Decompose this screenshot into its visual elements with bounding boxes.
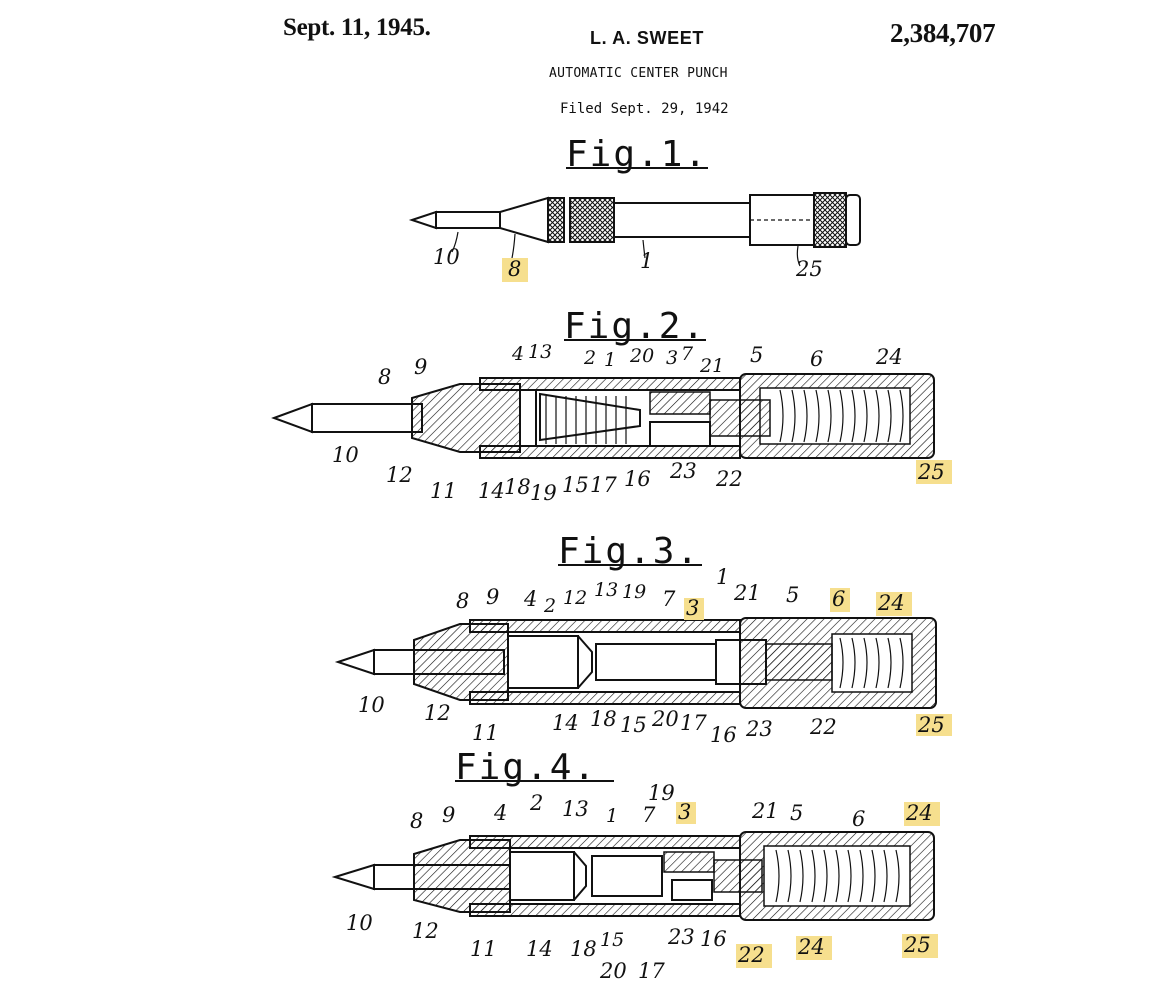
- fig1-label: 10: [433, 245, 460, 269]
- fig4-label: 25: [903, 933, 931, 957]
- fig2-label: 19: [530, 481, 557, 505]
- fig3-label: 24: [877, 591, 905, 615]
- fig3-label: 13: [594, 579, 618, 601]
- fig4-label: 3: [678, 800, 691, 824]
- fig4-label: 24: [797, 935, 825, 959]
- fig2-label: 7: [681, 343, 694, 365]
- fig2-label: 4: [511, 343, 524, 365]
- fig3-label: 7: [662, 587, 676, 611]
- fig3-label: 9: [486, 585, 499, 609]
- fig3-label: 20: [651, 707, 679, 731]
- fig4-label: 15: [600, 929, 624, 951]
- fig3-label: 18: [590, 707, 617, 731]
- fig4-label: 19: [648, 781, 675, 805]
- fig3-label: 23: [745, 717, 773, 741]
- fig2-label: 18: [504, 475, 531, 499]
- fig3-label: 12: [424, 701, 451, 725]
- figure-1: Fig.1. 10 8 1 25: [408, 134, 861, 282]
- fig2-label: 10: [332, 443, 359, 467]
- fig2-label: 24: [875, 345, 903, 369]
- fig4-label: 5: [790, 801, 803, 825]
- fig4-label: 7: [642, 803, 656, 827]
- fig1-label: 8: [508, 257, 521, 281]
- inventor-name: L. A. SWEET: [590, 28, 704, 48]
- fig2-label: 14: [478, 479, 505, 503]
- fig3-label: 1: [716, 565, 729, 589]
- fig3-label: 2: [543, 595, 556, 617]
- fig4-label: 14: [526, 937, 553, 961]
- fig4-label: 17: [638, 959, 665, 983]
- fig2-label: 21: [699, 355, 724, 377]
- fig3-label: 5: [786, 583, 799, 607]
- filing-date: Filed Sept. 29, 1942: [560, 101, 729, 117]
- fig2-label: 15: [562, 473, 589, 497]
- fig3-label: 21: [733, 581, 761, 605]
- fig2-label: 1: [604, 349, 616, 371]
- fig4-label: 2: [529, 791, 543, 815]
- fig2-label: 17: [590, 473, 617, 497]
- fig4-label: 11: [470, 937, 497, 961]
- fig4-label: 6: [852, 807, 865, 831]
- fig2-label: 12: [386, 463, 413, 487]
- fig3-label: 10: [358, 693, 385, 717]
- fig2-label: 25: [917, 460, 945, 484]
- fig4-label: 4: [493, 801, 507, 825]
- fig4-label: 24: [905, 801, 933, 825]
- fig4-label: 23: [667, 925, 695, 949]
- fig1-label: 25: [795, 257, 823, 281]
- fig2-label: 9: [414, 355, 427, 379]
- fig3-label: 17: [680, 711, 707, 735]
- fig3-label: 12: [563, 587, 587, 609]
- fig3-label: 11: [472, 721, 499, 745]
- fig2-label: 3: [666, 347, 678, 369]
- fig4-label: 1: [606, 805, 618, 827]
- fig4-label: 20: [599, 959, 627, 983]
- fig2-label: 2: [583, 347, 596, 369]
- fig2-label: 13: [528, 341, 552, 363]
- fig2-label: 6: [810, 347, 823, 371]
- fig4-label: 18: [570, 937, 597, 961]
- fig3-label: 4: [523, 587, 537, 611]
- fig4-label: 10: [346, 911, 373, 935]
- fig2-label: 8: [378, 365, 391, 389]
- figure-3: Fig.3. 8 9 4 2 12 13 19 7 3: [334, 531, 952, 747]
- figure-4: Fig.4. 8 9 4 2 13 1 19 7 3: [331, 747, 940, 983]
- fig2-label: 11: [430, 479, 457, 503]
- fig2-label: 20: [629, 345, 654, 367]
- fig3-label: 15: [620, 713, 647, 737]
- fig3-label: 14: [552, 711, 579, 735]
- fig4-label: 9: [442, 803, 455, 827]
- fig4-label: 22: [737, 943, 765, 967]
- fig4-label: 21: [751, 799, 779, 823]
- fig4-label: 12: [412, 919, 439, 943]
- fig3-label: 16: [710, 723, 737, 747]
- patent-date: Sept. 11, 1945.: [283, 14, 431, 41]
- fig2-label: 23: [669, 459, 697, 483]
- fig3-label: 6: [832, 587, 845, 611]
- fig2-label: 22: [715, 467, 743, 491]
- fig2-label: 5: [750, 343, 763, 367]
- fig1-label: 1: [640, 249, 653, 273]
- fig3-label: 3: [686, 596, 699, 620]
- fig3-label: 19: [622, 581, 646, 603]
- fig3-label: 22: [809, 715, 837, 739]
- patent-number: 2,384,707: [890, 18, 996, 48]
- figure-2: Fig.2. 8 9 4 13: [271, 306, 952, 505]
- invention-title: AUTOMATIC CENTER PUNCH: [549, 66, 728, 81]
- fig4-label: 8: [410, 809, 423, 833]
- fig3-label: 8: [456, 589, 469, 613]
- fig3-label: 25: [917, 713, 945, 737]
- fig2-label: 16: [624, 467, 651, 491]
- fig4-label: 16: [700, 927, 727, 951]
- fig4-label: 13: [562, 797, 589, 821]
